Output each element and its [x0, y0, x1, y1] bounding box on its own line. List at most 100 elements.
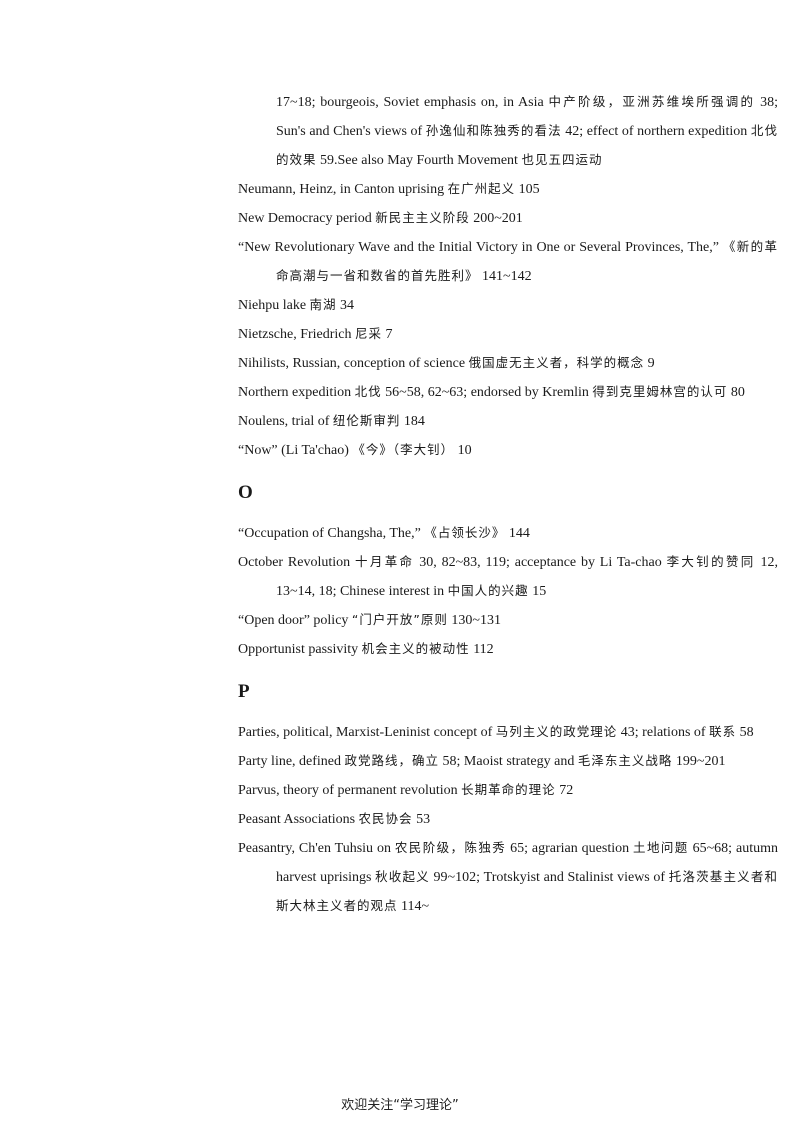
index-entry: “Now” (Li Ta'chao) 《今》（李大钊） 10: [238, 436, 778, 465]
entry-english-text: 15: [528, 584, 547, 599]
index-entry: Neumann, Heinz, in Canton uprising 在广州起义…: [238, 175, 778, 204]
entry-chinese-text: 联系: [709, 724, 737, 739]
entry-english-text: 38; Sun's and Chen's views of: [276, 95, 778, 139]
index-entry: Party line, defined 政党路线，确立 58; Maoist s…: [238, 747, 778, 776]
entry-chinese-text: 在广州起义: [447, 181, 516, 196]
index-entry: “Occupation of Changsha, The,” 《占领长沙》 14…: [238, 519, 778, 548]
entry-chinese-text: 北伐的效果: [276, 123, 778, 167]
entry-english-text: 112: [469, 642, 494, 657]
entry-english-text: 65~68; autumn harvest uprisings: [276, 841, 778, 885]
entry-chinese-text: 俄国虚无主义者，科学的概念: [468, 355, 645, 370]
entry-english-text: 58: [736, 725, 754, 740]
entry-chinese-text: 毛泽东主义战略: [577, 753, 673, 768]
entry-english-text: 56~58, 62~63; endorsed by Kremlin: [381, 385, 593, 400]
entry-english-text: Northern expedition: [238, 385, 355, 400]
index-entry: Niehpu lake 南湖 34: [238, 291, 778, 320]
entry-english-text: 9: [644, 356, 655, 371]
entry-chinese-text: 尼采: [355, 326, 383, 341]
entry-english-text: Parvus, theory of permanent revolution: [238, 783, 462, 798]
entry-chinese-text: 农民协会: [358, 811, 413, 826]
entry-english-text: 58; Maoist strategy and: [439, 754, 578, 769]
entry-english-text: Noulens, trial of: [238, 414, 333, 429]
entry-chinese-text: 《占领长沙》: [424, 525, 506, 540]
entry-english-text: 199~201: [672, 754, 726, 769]
entry-english-text: 105: [515, 182, 540, 197]
entry-chinese-text: 得到克里姆林宫的认可: [592, 384, 728, 399]
index-entry: “Open door” policy “门户开放”原则 130~131: [238, 606, 778, 635]
entry-english-text: “New Revolutionary Wave and the Initial …: [238, 240, 723, 255]
entry-chinese-text: 纽伦斯审判: [332, 413, 401, 428]
entry-chinese-text: 秋收起义: [375, 869, 430, 884]
entry-chinese-text: 中国人的兴趣: [447, 583, 529, 598]
entry-english-text: Niehpu lake: [238, 298, 310, 313]
entry-english-text: 184: [400, 414, 425, 429]
entry-chinese-text: 农民阶级，陈独秀: [394, 840, 507, 855]
entry-chinese-text: 机会主义的被动性: [361, 641, 470, 656]
entry-english-text: 53: [412, 812, 431, 827]
entry-english-text: “Occupation of Changsha, The,”: [238, 526, 425, 541]
index-entry: Peasantry, Ch'en Tuhsiu on 农民阶级，陈独秀 65; …: [238, 834, 778, 921]
index-entry: October Revolution 十月革命 30, 82~83, 119; …: [238, 548, 778, 606]
entry-english-text: Party line, defined: [238, 754, 345, 769]
entry-english-text: Peasant Associations: [238, 812, 359, 827]
entry-chinese-text: 政党路线，确立: [344, 753, 440, 768]
entry-english-text: 200~201: [469, 211, 523, 226]
entry-english-text: 17~18; bourgeois, Soviet emphasis on, in…: [276, 95, 549, 110]
entry-english-text: 43; relations of: [617, 725, 710, 740]
entry-chinese-text: “门户开放”原则: [351, 612, 448, 627]
entry-english-text: 130~131: [447, 613, 501, 628]
entry-english-text: 99~102; Trotskyist and Stalinist views o…: [429, 870, 669, 885]
entry-chinese-text: 托洛茨基主义者和斯大林主义者的观点: [276, 869, 778, 913]
entry-english-text: Neumann, Heinz, in Canton uprising: [238, 182, 448, 197]
section-heading-p: P: [238, 681, 250, 702]
entry-chinese-text: 《新的革命高潮与一省和数省的首先胜利》: [276, 239, 778, 283]
entry-english-text: Nietzsche, Friedrich: [238, 327, 356, 342]
index-entry: Peasant Associations 农民协会 53: [238, 805, 778, 834]
index-entry: Parties, political, Marxist-Leninist con…: [238, 718, 778, 747]
entry-chinese-text: 新民主主义阶段: [375, 210, 470, 225]
entry-chinese-text: 土地问题: [633, 840, 689, 855]
entry-chinese-text: 也见五四运动: [521, 152, 603, 167]
entry-english-text: 12, 13~14, 18; Chinese interest in: [276, 555, 779, 599]
entry-english-text: 65; agrarian question: [506, 841, 634, 856]
entry-english-text: New Democracy period: [238, 211, 376, 226]
index-entry: Parvus, theory of permanent revolution 长…: [238, 776, 778, 805]
entry-chinese-text: 孙逸仙和陈独秀的看法: [425, 123, 562, 138]
entry-english-text: “Now” (Li Ta'chao): [238, 443, 353, 458]
entry-chinese-text: 长期革命的理论: [461, 782, 556, 797]
index-entry: Opportunist passivity 机会主义的被动性 112: [238, 635, 778, 664]
footer-note: 欢迎关注“学习理论”: [341, 1098, 459, 1113]
entry-chinese-text: 中产阶级，亚洲苏维埃所强调的: [548, 94, 756, 109]
index-entry: Nihilists, Russian, conception of scienc…: [238, 349, 778, 378]
entry-english-text: 72: [555, 783, 574, 798]
entry-english-text: 59.See also May Fourth Movement: [316, 153, 522, 168]
entry-chinese-text: 李大钊的赞同: [666, 554, 756, 569]
entry-english-text: 7: [382, 327, 393, 342]
entry-english-text: 114~: [397, 899, 430, 914]
index-entry: “New Revolutionary Wave and the Initial …: [238, 233, 778, 291]
entry-english-text: Parties, political, Marxist-Leninist con…: [238, 725, 496, 740]
entries-group-p: Parties, political, Marxist-Leninist con…: [238, 718, 778, 921]
entry-english-text: 10: [454, 443, 472, 458]
index-entry: Noulens, trial of 纽伦斯审判 184: [238, 407, 778, 436]
index-entry: Northern expedition 北伐 56~58, 62~63; end…: [238, 378, 778, 407]
entry-english-text: Nihilists, Russian, conception of scienc…: [238, 356, 469, 371]
entry-english-text: “Open door” policy: [238, 613, 352, 628]
entry-english-text: Peasantry, Ch'en Tuhsiu on: [238, 841, 395, 856]
entry-english-text: 42; effect of northern expedition: [561, 124, 751, 139]
index-entries: 17~18; bourgeois, Soviet emphasis on, in…: [238, 88, 778, 921]
index-entry: 17~18; bourgeois, Soviet emphasis on, in…: [238, 88, 778, 175]
entries-group-o: “Occupation of Changsha, The,” 《占领长沙》 14…: [238, 519, 778, 664]
section-heading-o: O: [238, 482, 253, 503]
entry-english-text: 80: [727, 385, 745, 400]
entry-chinese-text: 南湖: [309, 297, 337, 312]
index-entry: New Democracy period 新民主主义阶段 200~201: [238, 204, 778, 233]
entry-chinese-text: 《今》（李大钊）: [352, 442, 455, 457]
entry-english-text: Opportunist passivity: [238, 642, 362, 657]
entry-chinese-text: 十月革命: [355, 554, 415, 569]
entry-english-text: October Revolution: [238, 555, 356, 570]
entries-group-n: 17~18; bourgeois, Soviet emphasis on, in…: [238, 88, 778, 465]
entry-chinese-text: 北伐: [354, 384, 382, 399]
entry-chinese-text: 马列主义的政党理论: [495, 724, 618, 739]
